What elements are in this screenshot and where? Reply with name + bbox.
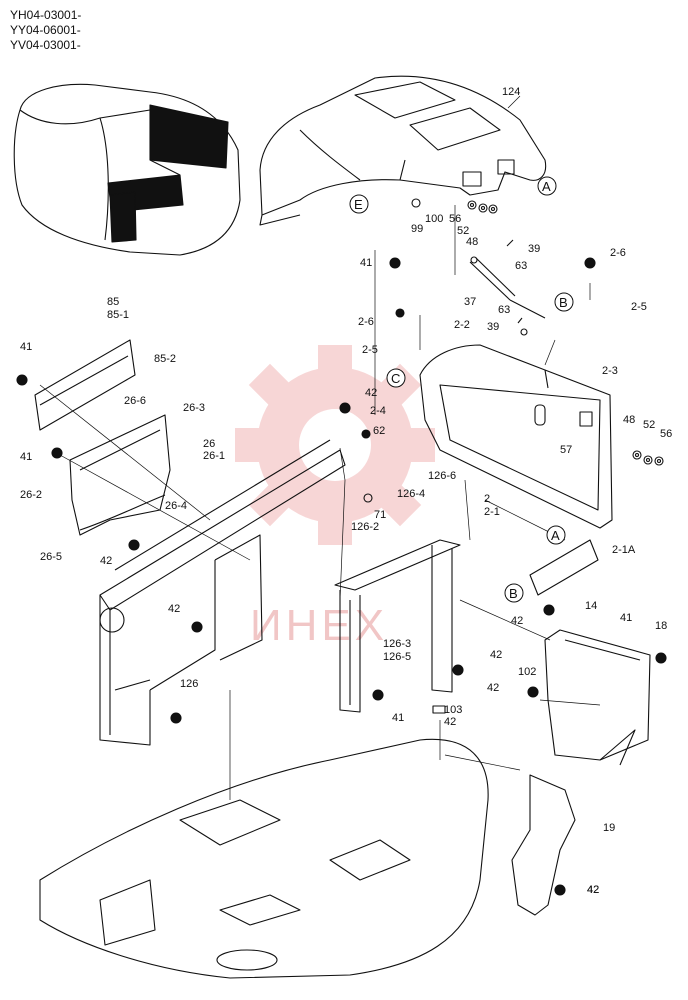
callout-label: 52	[643, 419, 655, 431]
callout-label: 42	[365, 387, 377, 399]
callout-label: 41	[360, 257, 372, 269]
part-18-rear-cover	[544, 629, 651, 766]
callout-label: 2-6	[358, 316, 374, 328]
callout-label: 63	[515, 260, 527, 272]
washer-icons	[363, 198, 664, 714]
callout-label: 2-5	[362, 344, 378, 356]
marker-label: B	[509, 586, 518, 601]
callout-label: 126	[180, 678, 198, 690]
callout-label: 124	[502, 86, 520, 98]
model-code-list: YH04-03001- YY04-06001- YV04-03001-	[10, 8, 81, 53]
leader-lines	[39, 95, 601, 800]
callout-label: 26-3	[183, 402, 205, 414]
callout-label: 48	[623, 414, 635, 426]
callout-label: 2-2	[454, 319, 470, 331]
callout-label: 99	[411, 223, 423, 235]
marker-label: C	[391, 371, 400, 386]
callout-label: 103	[444, 704, 462, 716]
watermark-text: ИНЕХ	[250, 601, 388, 650]
part-26-side-cover	[69, 414, 171, 536]
callout-label: 57	[560, 444, 572, 456]
callout-label: 41	[20, 341, 32, 353]
part-85-cover-plate	[34, 339, 136, 431]
callout-labels: 124 E 99 100 56 52 48 A 39 63 41 37 2-6 …	[20, 86, 672, 896]
callout-label: 2-4	[370, 405, 386, 417]
callout-label: 2	[484, 493, 490, 505]
callout-label: 39	[487, 321, 499, 333]
callout-label: 100	[425, 213, 443, 225]
model-code: YY04-06001-	[10, 23, 81, 37]
callout-label: 14	[585, 600, 597, 612]
callout-label: 41	[392, 712, 404, 724]
callout-label: 42	[511, 615, 523, 627]
callout-label: 42	[168, 603, 180, 615]
callout-label: 126-5	[383, 651, 411, 663]
frame-assembly	[99, 439, 346, 746]
part-126-support-posts	[334, 539, 461, 713]
callout-label: 42	[587, 884, 599, 896]
callout-label: 85	[107, 296, 119, 308]
callout-label: 48	[466, 236, 478, 248]
part-37-gas-strut	[469, 256, 546, 319]
part-19-lower-cover	[511, 774, 576, 916]
marker-label: A	[551, 528, 560, 543]
callout-label: 52	[457, 225, 469, 237]
marker-label: E	[354, 197, 363, 212]
marker-label: A	[542, 179, 551, 194]
callout-label: 42	[587, 884, 599, 896]
callout-label: 2-6	[610, 247, 626, 259]
callout-label: 19	[603, 822, 615, 834]
bolt-icons	[16, 257, 667, 896]
callout-label: 42	[487, 682, 499, 694]
callout-label: 42	[444, 716, 456, 728]
callout-label: 2-3	[602, 365, 618, 377]
callout-label: 63	[498, 304, 510, 316]
part-2-side-door	[419, 344, 613, 529]
callout-label: 2-5	[631, 301, 647, 313]
callout-label: 42	[100, 555, 112, 567]
watermark-gear-icon	[235, 345, 435, 545]
callout-label: 26-4	[165, 500, 187, 512]
callout-label: 41	[20, 451, 32, 463]
callout-label: 2-1A	[612, 544, 636, 556]
callout-label: 41	[620, 612, 632, 624]
part-124-top-cover	[259, 75, 547, 226]
callout-label: 85-2	[154, 353, 176, 365]
callout-label: 2-1	[484, 506, 500, 518]
callout-label: 126-2	[351, 521, 379, 533]
callout-label: 26-2	[20, 489, 42, 501]
machine-overview-sketch	[13, 83, 241, 256]
part-14-bracket	[529, 539, 599, 596]
callout-label: 26-5	[40, 551, 62, 563]
callout-label: 56	[660, 428, 672, 440]
marker-label: B	[559, 295, 568, 310]
callout-label: 26-6	[124, 395, 146, 407]
callout-label: 62	[373, 425, 385, 437]
model-code: YV04-03001-	[10, 38, 81, 52]
callout-label: 71	[374, 509, 386, 521]
callout-label: 42	[490, 649, 502, 661]
callout-label: 56	[449, 213, 461, 225]
callout-label: 37	[464, 296, 476, 308]
callout-label: 39	[528, 243, 540, 255]
callout-label: 26-1	[203, 450, 225, 462]
base-frame	[39, 738, 489, 979]
callout-label: 126-4	[397, 488, 425, 500]
model-code: YH04-03001-	[10, 8, 82, 22]
callout-label: 126-3	[383, 638, 411, 650]
callout-label: 126-6	[428, 470, 456, 482]
callout-label: 26	[203, 438, 215, 450]
callout-label: 18	[655, 620, 667, 632]
callout-label: 102	[518, 666, 536, 678]
callout-label: 85-1	[107, 309, 129, 321]
